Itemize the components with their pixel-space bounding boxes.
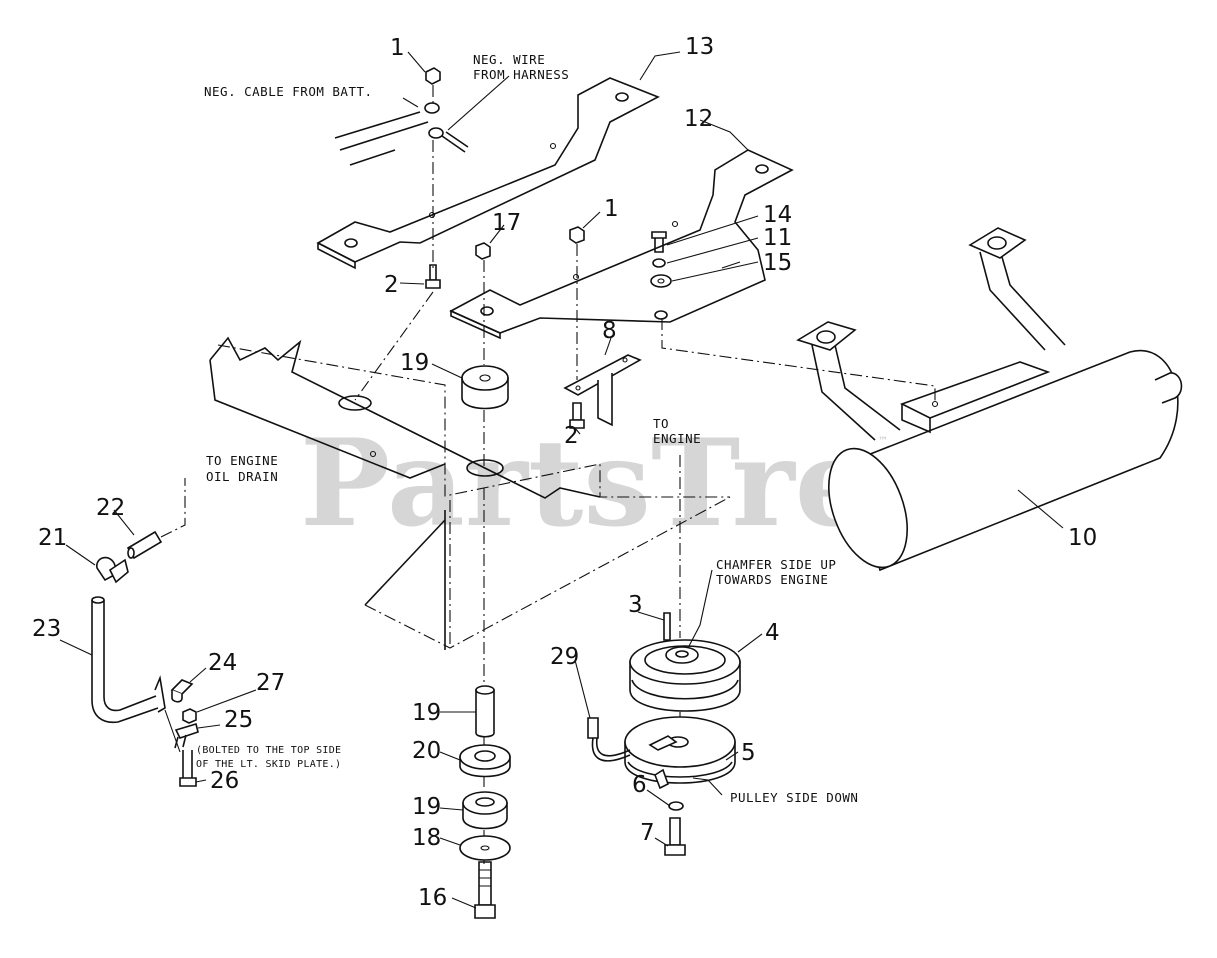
- callout-8: 8: [602, 318, 617, 344]
- elbow-21: [96, 556, 129, 584]
- washer-18: [459, 835, 511, 861]
- callout-26: 26: [210, 768, 239, 794]
- callout-16: 16: [418, 885, 447, 911]
- bolt-26: [179, 750, 197, 787]
- callout-21: 21: [38, 525, 67, 551]
- washer-20: [459, 744, 511, 778]
- note-oil-drain-1: TO ENGINE: [206, 453, 278, 468]
- note-neg-wire-2: FROM HARNESS: [473, 67, 569, 82]
- callout-13: 13: [685, 34, 714, 60]
- callout-4: 4: [765, 620, 780, 646]
- callout-2a: 2: [384, 272, 399, 298]
- pulley-4: [629, 639, 741, 712]
- isolator-19c: [462, 791, 508, 830]
- callout-19a: 19: [400, 350, 429, 376]
- muffler-10: [796, 227, 1183, 572]
- bolt-14: [651, 231, 667, 253]
- callout-20: 20: [412, 738, 441, 764]
- note-pulley-side: PULLEY SIDE DOWN: [730, 790, 858, 805]
- note-chamfer-1: CHAMFER SIDE UP: [716, 557, 836, 572]
- frame-outline: [209, 336, 731, 650]
- callout-10: 10: [1068, 525, 1097, 551]
- washer-6: [668, 801, 684, 811]
- spacer-19b: [475, 685, 495, 738]
- clamp-25: [174, 722, 199, 749]
- callout-11: 11: [763, 225, 792, 251]
- notes: NEG. CABLE FROM BATT. NEG. WIRE FROM HAR…: [196, 52, 858, 805]
- callout-29: 29: [550, 644, 579, 670]
- callout-1b: 1: [604, 196, 619, 222]
- nut-1a: [425, 67, 441, 85]
- axis-nut-1a: [354, 85, 434, 401]
- callout-numbers: 1 13 12 1 17 14 11 15 2 19 8 2 10 3 4 29…: [32, 34, 1097, 911]
- bolt-16: [474, 861, 496, 919]
- callout-17: 17: [492, 210, 521, 236]
- callout-18: 18: [412, 825, 441, 851]
- bracket-12: [449, 149, 794, 340]
- lock-washer-11: [652, 258, 666, 268]
- callout-7: 7: [640, 820, 655, 846]
- note-to-engine-2: ENGINE: [653, 431, 701, 446]
- key-3: [663, 612, 671, 641]
- callout-24: 24: [208, 650, 237, 676]
- callout-12: 12: [684, 106, 713, 132]
- bolt-7: [664, 817, 686, 856]
- nut-17: [475, 242, 491, 260]
- isolator-19a: [461, 365, 509, 410]
- muffler-dashline: [661, 318, 936, 404]
- battery-cable: [334, 102, 469, 166]
- bracket-8: [563, 354, 642, 427]
- hose-22: [126, 478, 186, 560]
- callout-14: 14: [763, 202, 792, 228]
- watermark-trademark: ™: [878, 436, 888, 447]
- callout-5: 5: [741, 740, 756, 766]
- pipe-23: [91, 596, 166, 724]
- clutch-5: [624, 716, 736, 790]
- callout-19c: 19: [412, 794, 441, 820]
- bolt-2b: [569, 402, 585, 429]
- note-oil-drain-2: OIL DRAIN: [206, 469, 278, 484]
- nut-27: [182, 708, 197, 724]
- note-bolted-2: OF THE LT. SKID PLATE.): [196, 759, 341, 770]
- note-to-engine-1: TO: [653, 416, 669, 431]
- callout-22: 22: [96, 495, 125, 521]
- callout-2b: 2: [564, 423, 579, 449]
- note-neg-cable: NEG. CABLE FROM BATT.: [204, 84, 373, 99]
- note-chamfer-2: TOWARDS ENGINE: [716, 572, 828, 587]
- washer-15: [650, 274, 672, 288]
- callout-25: 25: [224, 707, 253, 733]
- note-bolted-1: (BOLTED TO THE TOP SIDE: [196, 745, 341, 756]
- nut-1b: [569, 226, 585, 244]
- callout-27: 27: [256, 670, 285, 696]
- callout-6: 6: [632, 772, 647, 798]
- callout-1a: 1: [390, 35, 405, 61]
- connector-29: [587, 717, 631, 762]
- callout-23: 23: [32, 616, 61, 642]
- coupling-24: [170, 679, 194, 703]
- note-neg-wire-1: NEG. WIRE: [473, 52, 545, 67]
- leader-lines: [59, 51, 1064, 909]
- callout-15: 15: [763, 250, 792, 276]
- bolt-2a: [425, 264, 441, 289]
- callout-19b: 19: [412, 700, 441, 726]
- callout-3: 3: [628, 592, 643, 618]
- bracket-13: [316, 77, 660, 270]
